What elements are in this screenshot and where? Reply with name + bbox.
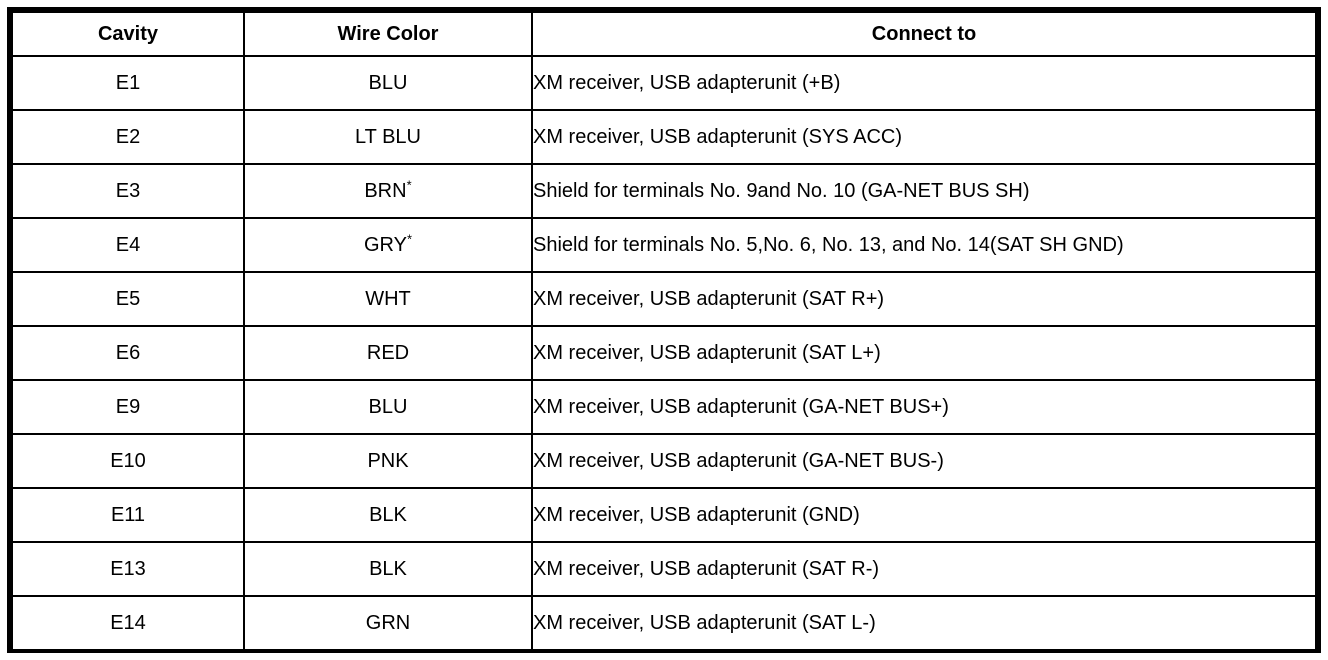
cavity-cell: E9 bbox=[11, 379, 245, 435]
wire-color-cell: RED bbox=[243, 325, 533, 381]
wire-color-cell: GRN bbox=[243, 595, 533, 651]
wire-color-value: PNK bbox=[367, 450, 409, 472]
cavity-cell: E4 bbox=[11, 217, 245, 273]
wire-color-cell: BLK bbox=[243, 541, 533, 597]
connect-to-value: XM receiver, USB adapterunit (SYS ACC) bbox=[533, 126, 903, 148]
wire-color-cell: BLK bbox=[243, 487, 533, 543]
table-row: E6 RED XM receiver, USB adapterunit (SAT… bbox=[11, 325, 1317, 381]
connect-to-cell: XM receiver, USB adapterunit (SYS ACC) bbox=[531, 109, 1317, 165]
table-row: E5 WHT XM receiver, USB adapterunit (SAT… bbox=[11, 271, 1317, 327]
wire-color-cell: PNK bbox=[243, 433, 533, 489]
cavity-value: E6 bbox=[115, 342, 141, 364]
cavity-value: E10 bbox=[110, 450, 146, 472]
connect-to-cell: Shield for terminals No. 9and No. 10 (GA… bbox=[531, 163, 1317, 219]
connect-to-value: XM receiver, USB adapterunit (GA-NET BUS… bbox=[533, 396, 949, 418]
connect-to-value: Shield for terminals No. 9and No. 10 (GA… bbox=[533, 180, 1030, 202]
wire-color-value: RED bbox=[366, 342, 410, 364]
column-header-cavity: Cavity bbox=[11, 11, 245, 57]
wire-color-asterisk: * bbox=[406, 231, 413, 247]
wire-color-cell: GRY* bbox=[243, 217, 533, 273]
wire-color-cell: WHT bbox=[243, 271, 533, 327]
wire-color-asterisk: * bbox=[406, 177, 412, 193]
cavity-cell: E2 bbox=[11, 109, 245, 165]
connect-to-cell: XM receiver, USB adapterunit (GA-NET BUS… bbox=[531, 433, 1317, 489]
cavity-cell: E10 bbox=[11, 433, 245, 489]
cavity-value: E5 bbox=[115, 288, 141, 310]
cavity-value: E14 bbox=[110, 612, 146, 634]
table-row: E14 GRN XM receiver, USB adapterunit (SA… bbox=[11, 595, 1317, 651]
wiring-table-frame: Cavity Wire Color Connect to E1 BLU XM r… bbox=[7, 7, 1321, 653]
cavity-cell: E11 bbox=[11, 487, 245, 543]
cavity-value: E9 bbox=[115, 396, 141, 418]
column-header-connect-to: Connect to bbox=[531, 11, 1317, 57]
cavity-cell: E13 bbox=[11, 541, 245, 597]
connect-to-cell: Shield for terminals No. 5,No. 6, No. 13… bbox=[531, 217, 1317, 273]
wire-color-cell: LT BLU bbox=[243, 109, 533, 165]
connect-to-cell: XM receiver, USB adapterunit (SAT L+) bbox=[531, 325, 1317, 381]
table-body: E1 BLU XM receiver, USB adapterunit (+B)… bbox=[11, 55, 1317, 651]
connect-to-cell: XM receiver, USB adapterunit (GA-NET BUS… bbox=[531, 379, 1317, 435]
cavity-cell: E14 bbox=[11, 595, 245, 651]
connect-to-value: Shield for terminals No. 5,No. 6, No. 13… bbox=[533, 234, 1124, 256]
cavity-value: E3 bbox=[115, 180, 141, 202]
table-row: E2 LT BLU XM receiver, USB adapterunit (… bbox=[11, 109, 1317, 165]
table-row: E13 BLK XM receiver, USB adapterunit (SA… bbox=[11, 541, 1317, 597]
wire-color-cell: BLU bbox=[243, 55, 533, 111]
cavity-value: E2 bbox=[115, 126, 141, 148]
cavity-cell: E5 bbox=[11, 271, 245, 327]
connect-to-value: XM receiver, USB adapterunit (SAT L-) bbox=[533, 612, 876, 634]
connect-to-cell: XM receiver, USB adapterunit (SAT R-) bbox=[531, 541, 1317, 597]
table-row: E11 BLK XM receiver, USB adapterunit (GN… bbox=[11, 487, 1317, 543]
column-header-wire-color: Wire Color bbox=[243, 11, 533, 57]
connect-to-value: XM receiver, USB adapterunit (SAT R+) bbox=[533, 288, 885, 310]
connect-to-value: XM receiver, USB adapterunit (GND) bbox=[533, 504, 860, 526]
table-row: E10 PNK XM receiver, USB adapterunit (GA… bbox=[11, 433, 1317, 489]
table-row: E9 BLU XM receiver, USB adapterunit (GA-… bbox=[11, 379, 1317, 435]
cavity-value: E4 bbox=[115, 234, 141, 256]
cavity-cell: E1 bbox=[11, 55, 245, 111]
connect-to-cell: XM receiver, USB adapterunit (SAT L-) bbox=[531, 595, 1317, 651]
cavity-value: E13 bbox=[110, 558, 146, 580]
wire-color-value: BLK bbox=[369, 504, 407, 526]
connect-to-value: XM receiver, USB adapterunit (SAT L+) bbox=[533, 342, 881, 364]
connect-to-cell: XM receiver, USB adapterunit (GND) bbox=[531, 487, 1317, 543]
wire-color-value: BLU bbox=[368, 396, 408, 418]
cavity-value: E11 bbox=[110, 504, 146, 526]
cavity-value: E1 bbox=[115, 72, 141, 94]
wire-color-value: LT BLU bbox=[355, 126, 421, 148]
connect-to-value: XM receiver, USB adapterunit (SAT R-) bbox=[533, 558, 880, 580]
table-row: E1 BLU XM receiver, USB adapterunit (+B) bbox=[11, 55, 1317, 111]
wire-color-cell: BLU bbox=[243, 379, 533, 435]
wire-color-value: GRY bbox=[363, 234, 407, 256]
wire-color-cell: BRN* bbox=[243, 163, 533, 219]
connect-to-cell: XM receiver, USB adapterunit (SAT R+) bbox=[531, 271, 1317, 327]
wire-color-value: WHT bbox=[365, 288, 411, 310]
wiring-connector-table: Cavity Wire Color Connect to E1 BLU XM r… bbox=[11, 11, 1317, 651]
cavity-cell: E6 bbox=[11, 325, 245, 381]
cavity-cell: E3 bbox=[11, 163, 245, 219]
wire-color-value: BLU bbox=[368, 72, 408, 94]
connect-to-cell: XM receiver, USB adapterunit (+B) bbox=[531, 55, 1317, 111]
wire-color-value: BRN bbox=[364, 180, 407, 202]
header-row: Cavity Wire Color Connect to bbox=[11, 11, 1317, 57]
connect-to-value: XM receiver, USB adapterunit (GA-NET BUS… bbox=[533, 450, 944, 472]
connect-to-value: XM receiver, USB adapterunit (+B) bbox=[533, 72, 841, 94]
wire-color-value: GRN bbox=[365, 612, 411, 634]
wire-color-value: BLK bbox=[369, 558, 407, 580]
table-row: E4 GRY* Shield for terminals No. 5,No. 6… bbox=[11, 217, 1317, 273]
table-row: E3 BRN* Shield for terminals No. 9and No… bbox=[11, 163, 1317, 219]
